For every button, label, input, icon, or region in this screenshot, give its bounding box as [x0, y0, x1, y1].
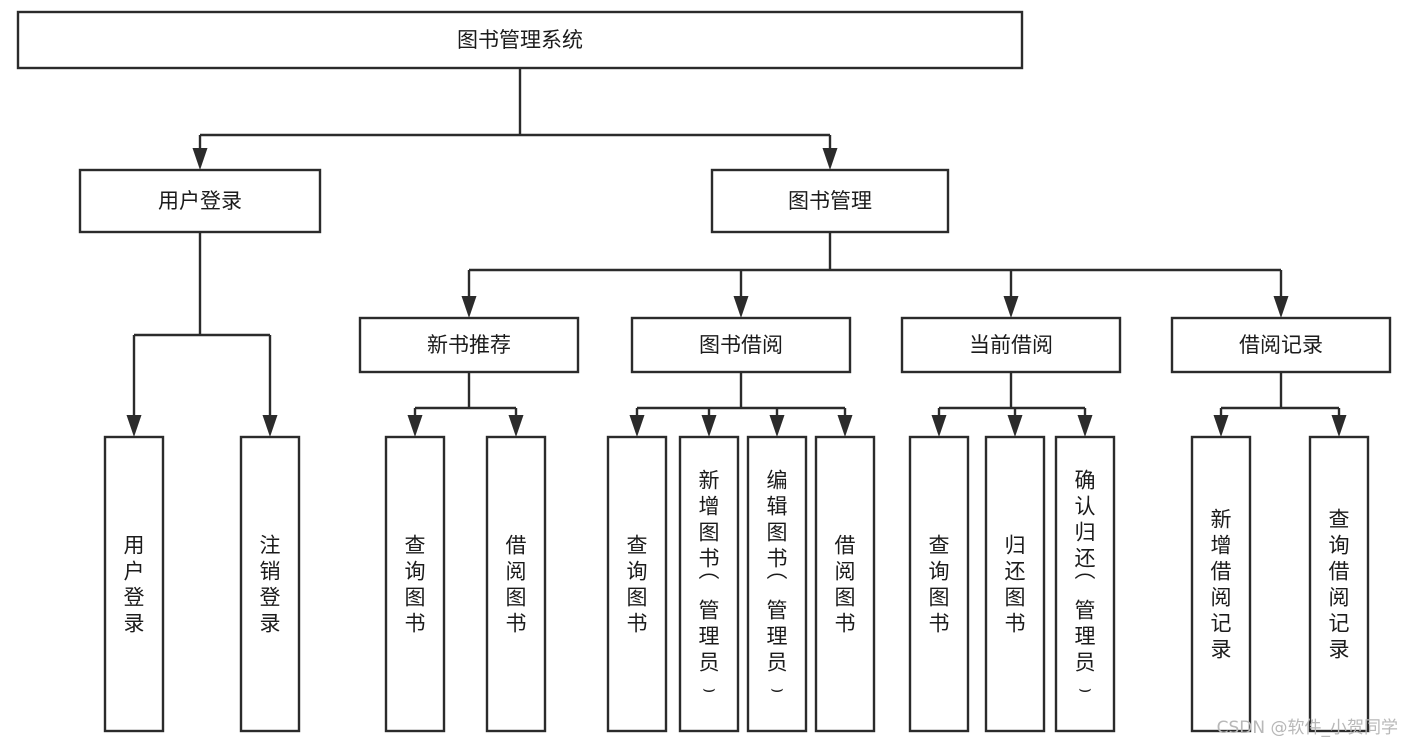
- node-box: [1308, 435, 1370, 733]
- node-l2-book-manage[interactable]: 图书管理: [710, 168, 950, 234]
- node-box: [1170, 316, 1392, 374]
- node-label: 注销登录: [260, 533, 281, 635]
- node-box: [630, 316, 852, 374]
- node-root[interactable]: 图书管理系统: [16, 10, 1024, 70]
- connector-book-manage-bus: [461, 232, 1289, 318]
- node-label: 查询图书: [627, 533, 648, 635]
- connector-root-bus: [192, 68, 838, 170]
- node-box: [358, 316, 580, 374]
- node-label: 查询借阅记录: [1329, 507, 1350, 661]
- node-label: 确认归还⌒管理员⌣: [1075, 468, 1096, 700]
- node-box: [814, 435, 876, 733]
- node-label: 新增图书⌒管理员⌣: [699, 468, 720, 700]
- node-label: 借阅记录: [1239, 333, 1323, 357]
- node-label: 借阅图书: [506, 533, 527, 635]
- node-box: [1190, 435, 1252, 733]
- node-l3-new-book-rec[interactable]: 新书推荐: [358, 316, 580, 374]
- connector-current-borrow-bus: [931, 372, 1093, 437]
- node-leaf-confirm-return[interactable]: 确认归还⌒管理员⌣: [1054, 435, 1116, 733]
- node-box: [485, 435, 547, 733]
- node-label: 新增借阅记录: [1211, 507, 1232, 661]
- node-leaf-query-book-2[interactable]: 查询图书: [606, 435, 668, 733]
- node-box: [1054, 435, 1116, 733]
- node-box: [103, 435, 165, 733]
- node-l3-current-borrow[interactable]: 当前借阅: [900, 316, 1122, 374]
- node-box: [900, 316, 1122, 374]
- node-leaf-logout-login[interactable]: 注销登录: [239, 435, 301, 733]
- node-label: 编辑图书⌒管理员⌣: [767, 468, 788, 700]
- connector-layer: [126, 68, 1347, 437]
- node-box: [710, 168, 950, 234]
- node-box: [239, 435, 301, 733]
- node-label: 图书管理系统: [457, 28, 583, 52]
- node-leaf-return-book[interactable]: 归还图书: [984, 435, 1046, 733]
- node-label: 当前借阅: [969, 333, 1053, 357]
- node-box: [384, 435, 446, 733]
- node-leaf-add-book[interactable]: 新增图书⌒管理员⌣: [678, 435, 740, 733]
- node-box: [16, 10, 1024, 70]
- node-leaf-edit-book[interactable]: 编辑图书⌒管理员⌣: [746, 435, 808, 733]
- node-box: [746, 435, 808, 733]
- connector-book-borrow-bus: [629, 372, 853, 437]
- node-label: 图书管理: [788, 189, 872, 213]
- connector-borrow-record-bus: [1213, 372, 1347, 437]
- node-leaf-add-record[interactable]: 新增借阅记录: [1190, 435, 1252, 733]
- node-leaf-query-record[interactable]: 查询借阅记录: [1308, 435, 1370, 733]
- node-layer: 图书管理系统用户登录图书管理新书推荐图书借阅当前借阅借阅记录用户登录注销登录查询…: [16, 10, 1392, 733]
- node-leaf-borrow-book-1[interactable]: 借阅图书: [485, 435, 547, 733]
- node-leaf-query-book-3[interactable]: 查询图书: [908, 435, 970, 733]
- csdn-watermark: CSDN @软件_小贺同学: [1217, 718, 1398, 738]
- node-leaf-query-book-1[interactable]: 查询图书: [384, 435, 446, 733]
- node-l2-user-login[interactable]: 用户登录: [78, 168, 322, 234]
- node-box: [908, 435, 970, 733]
- node-label: 新书推荐: [427, 333, 511, 357]
- node-label: 查询图书: [405, 533, 426, 635]
- node-l3-borrow-record[interactable]: 借阅记录: [1170, 316, 1392, 374]
- node-leaf-borrow-book-2[interactable]: 借阅图书: [814, 435, 876, 733]
- connector-user-login-bus: [126, 232, 278, 437]
- node-box: [678, 435, 740, 733]
- node-label: 归还图书: [1005, 533, 1026, 635]
- node-box: [78, 168, 322, 234]
- node-label: 借阅图书: [835, 533, 856, 635]
- node-box: [984, 435, 1046, 733]
- node-l3-book-borrow[interactable]: 图书借阅: [630, 316, 852, 374]
- connector-new-book-bus: [407, 372, 524, 437]
- node-label: 用户登录: [158, 189, 242, 213]
- node-label: 用户登录: [124, 533, 145, 635]
- node-label: 查询图书: [929, 533, 950, 635]
- node-label: 图书借阅: [699, 333, 783, 357]
- node-leaf-user-login[interactable]: 用户登录: [103, 435, 165, 733]
- node-box: [606, 435, 668, 733]
